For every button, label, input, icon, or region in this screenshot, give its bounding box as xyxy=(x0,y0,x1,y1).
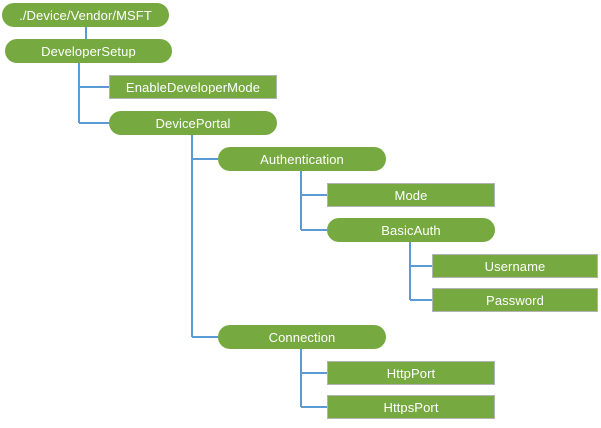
tree-node-mode[interactable]: Mode xyxy=(327,183,495,207)
tree-node-label-basicauth: BasicAuth xyxy=(381,223,441,237)
tree-node-label-developersetup: DeveloperSetup xyxy=(41,44,136,58)
tree-node-label-httpport: HttpPort xyxy=(386,366,436,380)
tree-node-enabledevelopermode[interactable]: EnableDeveloperMode xyxy=(109,75,277,99)
tree-node-password[interactable]: Password xyxy=(432,288,598,312)
tree-node-connection[interactable]: Connection xyxy=(218,325,386,349)
tree-node-label-authentication: Authentication xyxy=(260,152,344,166)
tree-node-deviceportal[interactable]: DevicePortal xyxy=(109,111,277,135)
tree-node-label-connection: Connection xyxy=(268,330,336,344)
tree-node-root[interactable]: ./Device/Vendor/MSFT xyxy=(2,3,169,27)
tree-node-basicauth[interactable]: BasicAuth xyxy=(327,218,495,242)
tree-node-label-username: Username xyxy=(484,259,546,273)
tree-node-label-root: ./Device/Vendor/MSFT xyxy=(19,8,152,22)
tree-node-label-password: Password xyxy=(486,293,544,307)
tree-node-developersetup[interactable]: DeveloperSetup xyxy=(5,39,172,63)
tree-node-httpport[interactable]: HttpPort xyxy=(327,361,495,385)
tree-node-label-mode: Mode xyxy=(394,188,428,202)
tree-node-label-httpsport: HttpsPort xyxy=(383,400,439,414)
tree-node-httpsport[interactable]: HttpsPort xyxy=(327,395,495,419)
tree-node-authentication[interactable]: Authentication xyxy=(218,147,386,171)
tree-node-label-enabledevelopermode: EnableDeveloperMode xyxy=(125,80,261,94)
tree-node-label-deviceportal: DevicePortal xyxy=(155,116,231,130)
tree-node-username[interactable]: Username xyxy=(432,254,598,278)
